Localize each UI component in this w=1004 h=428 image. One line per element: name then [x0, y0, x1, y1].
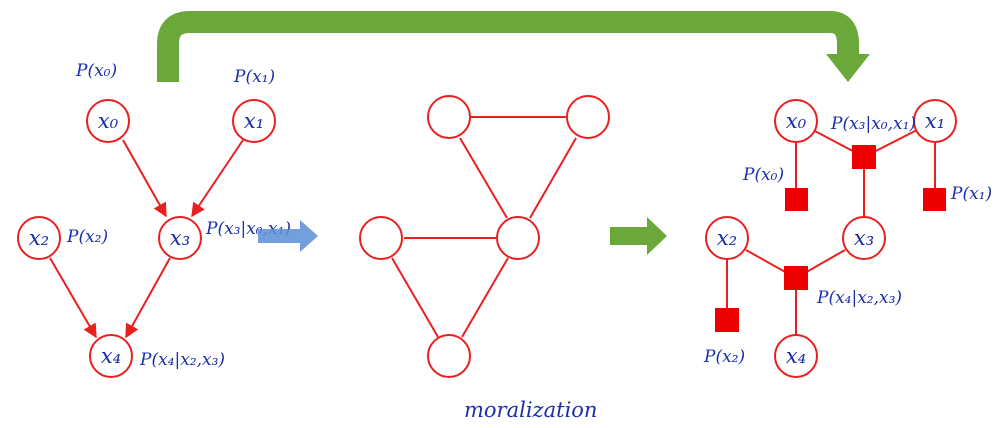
fg-label-x0: x₀	[786, 109, 807, 133]
fg-label-x4: x₄	[786, 344, 806, 368]
left-node-x0	[86, 99, 130, 143]
fg-factor-label-x1: P(x₁)	[950, 184, 992, 204]
fg-node-x1	[913, 99, 957, 143]
top-curved-arrow	[157, 11, 870, 82]
moralization-caption: moralization	[464, 398, 597, 422]
mid-edge-tr-center	[529, 137, 577, 219]
left-prob-x1: P(x₁)	[233, 67, 275, 87]
edge-x1-x3	[191, 139, 244, 218]
fg-factor-label-x3: P(x₃|x₀,x₁)	[830, 114, 916, 134]
mid-node-bottom	[427, 334, 471, 378]
left-label-x4: x₄	[101, 344, 121, 368]
fg-node-x3	[842, 216, 886, 260]
blue-arrow	[258, 220, 318, 252]
left-label-x1: x₁	[244, 109, 264, 133]
mid-node-left	[359, 216, 403, 260]
factor-x2	[715, 308, 739, 332]
left-node-x2	[17, 216, 61, 260]
mid-edge-center-bottom	[461, 257, 509, 338]
mid-edge-tl-center	[459, 137, 508, 219]
fg-node-x4	[774, 334, 818, 378]
middle-moral-graph: moralization	[359, 95, 610, 422]
factor-x1	[923, 188, 946, 211]
left-node-x3	[158, 216, 202, 260]
left-bayes-network: x₀ x₁ x₂ x₃ x₄ P(x₀) P(x₁) P(x₂) P(x₃|x₀…	[17, 61, 291, 378]
edge-x0-x3	[122, 139, 167, 218]
edge-x3-x4	[125, 257, 171, 339]
left-node-x4	[89, 334, 133, 378]
left-prob-x4: P(x₄|x₂,x₃)	[139, 350, 225, 370]
left-label-x2: x₂	[29, 226, 49, 250]
fg-factor-label-x2: P(x₂)	[703, 347, 745, 367]
mid-node-top-right	[566, 95, 610, 139]
right-factor-graph: x₀ x₁ x₂ x₃ x₄ P(x₃|x₀,x₁) P(x₀) P(x₁) P…	[703, 99, 992, 378]
factor-x4	[784, 266, 808, 290]
edge-x2-x4	[49, 257, 97, 339]
mid-node-center	[496, 216, 540, 260]
fg-factor-label-x4: P(x₄|x₂,x₃)	[816, 288, 902, 308]
mid-node-top-left	[427, 95, 471, 139]
left-prob-x0: P(x₀)	[75, 61, 117, 81]
left-prob-x2: P(x₂)	[66, 227, 108, 247]
factor-x0	[785, 188, 808, 211]
fg-label-x1: x₁	[925, 109, 945, 133]
fg-node-x0	[774, 99, 818, 143]
left-label-x0: x₀	[98, 109, 119, 133]
fg-node-x2	[705, 216, 749, 260]
left-node-x1	[232, 99, 276, 143]
mid-edge-left-bottom	[391, 257, 439, 338]
fg-factor-label-x0: P(x₀)	[742, 165, 784, 185]
left-label-x3: x₃	[170, 226, 190, 250]
fg-label-x2: x₂	[717, 226, 737, 250]
green-arrow	[610, 217, 667, 255]
factor-x3	[852, 145, 876, 169]
fg-label-x3: x₃	[854, 226, 874, 250]
